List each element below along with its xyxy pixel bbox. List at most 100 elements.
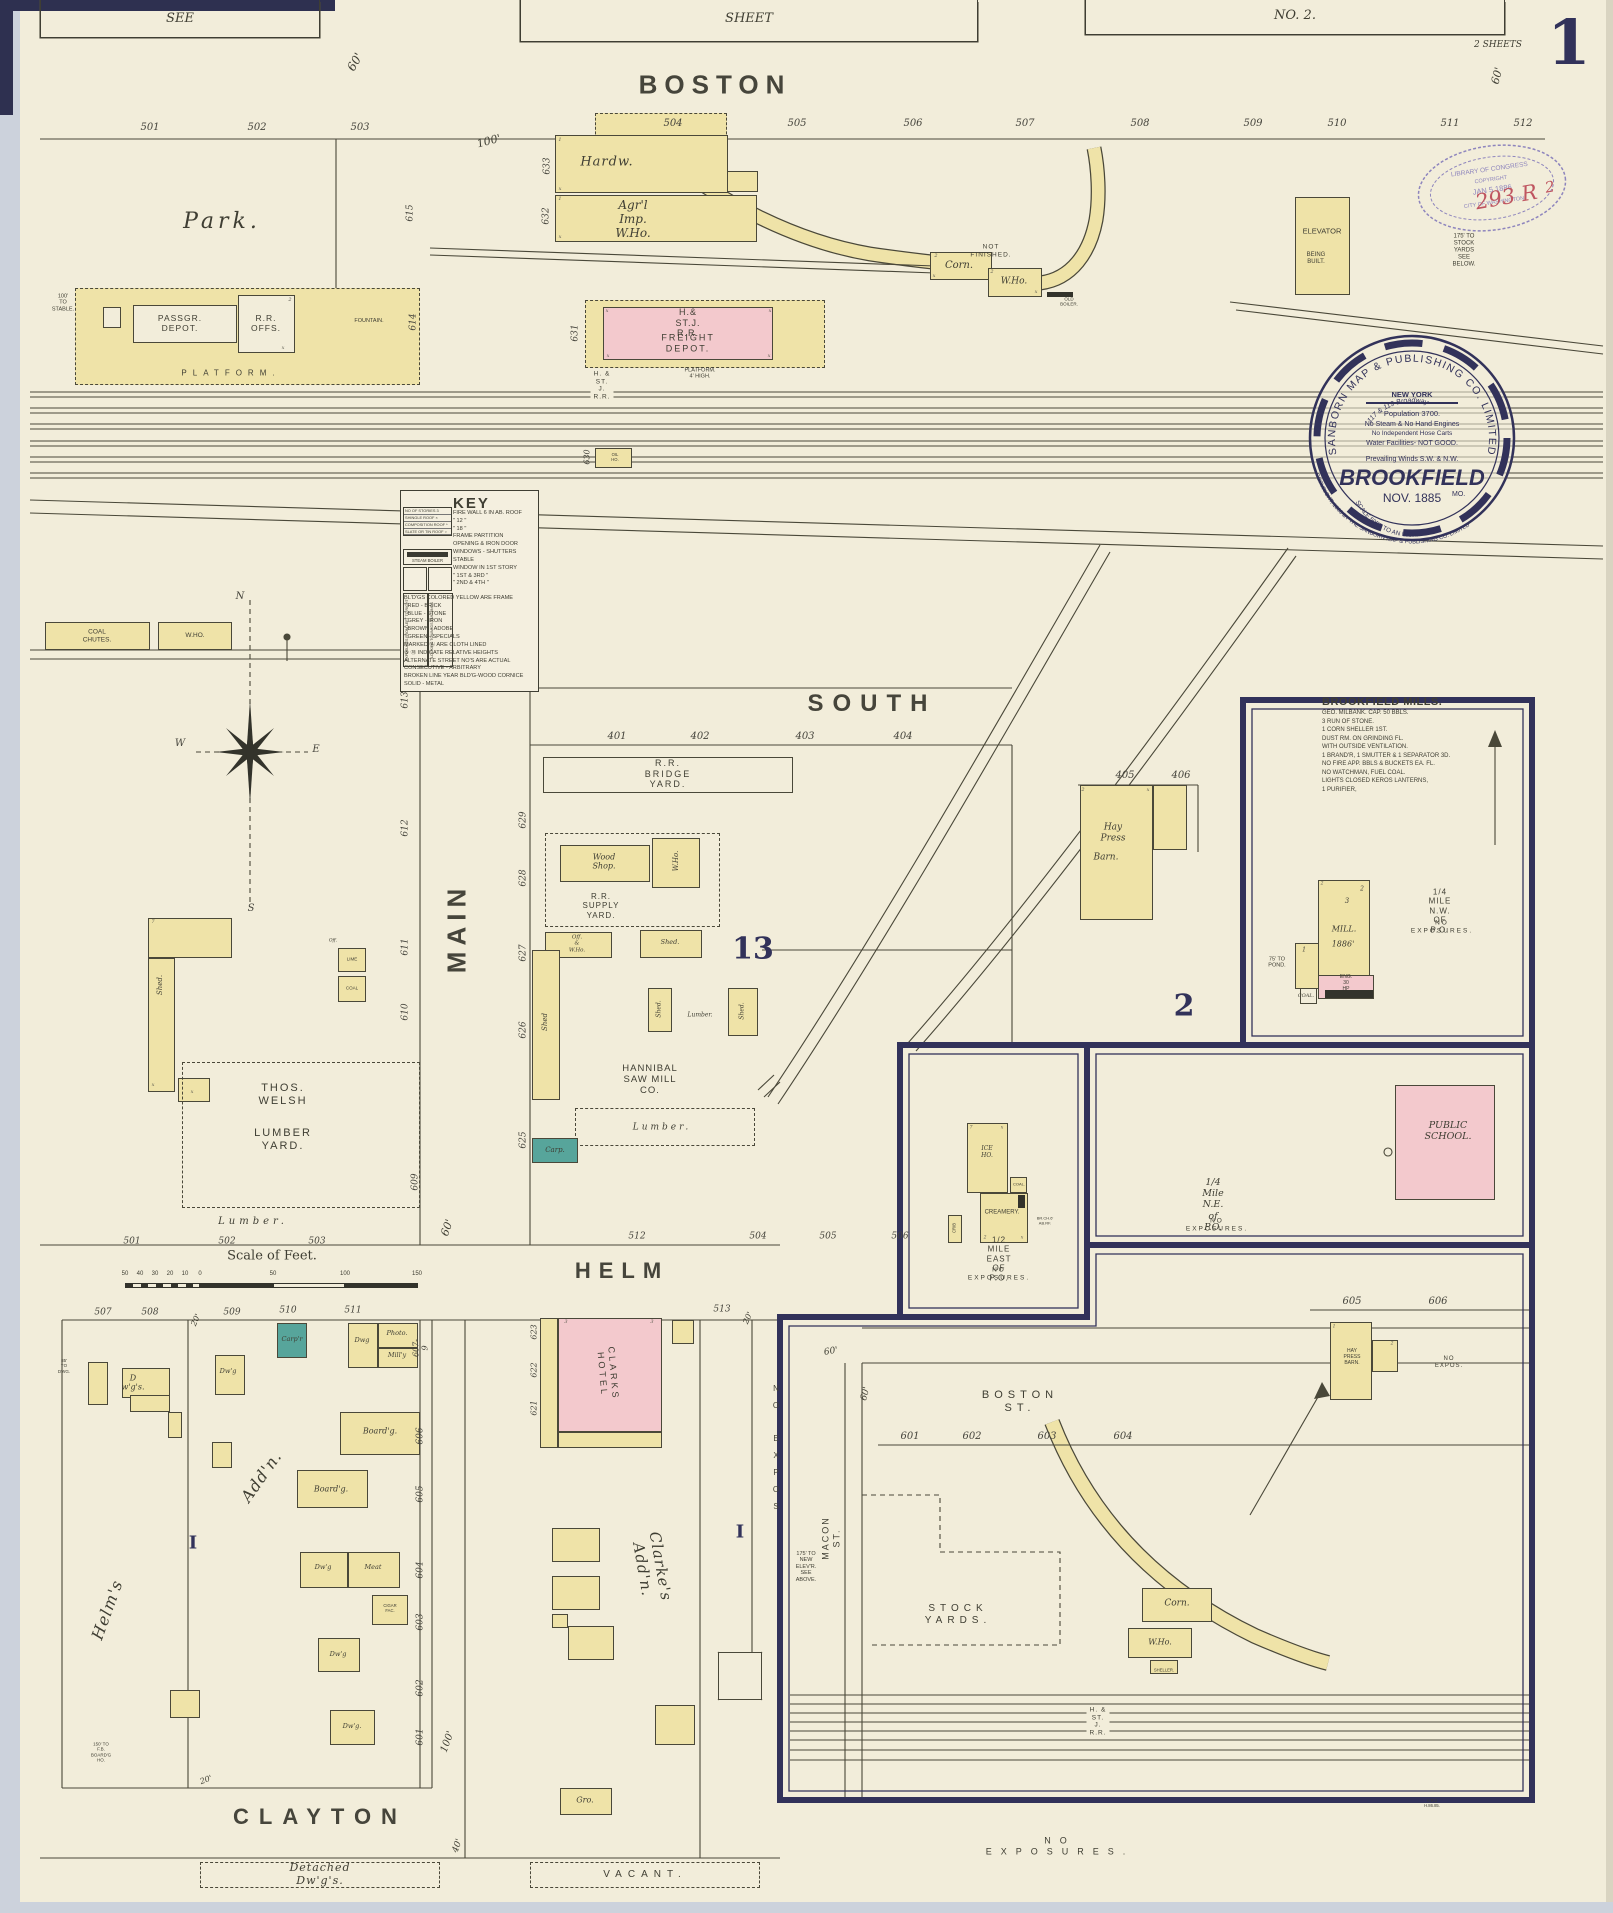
mills-line: NO WATCHMAN, FUEL COAL. [1322, 769, 1406, 776]
stamp-city: NEW YORK [1391, 390, 1433, 399]
building [1372, 1340, 1398, 1372]
detached-dwellings-area [200, 1862, 440, 1888]
rr-bridge-yard-label: R.R. BRIDGE YARD. [644, 758, 692, 790]
map-label: 628 [518, 869, 529, 887]
street-label-boston: BOSTON [638, 69, 792, 100]
scale-tick: 40 [136, 1271, 144, 1277]
key-line: CONSECUTIVE - ARBITRARY [404, 665, 481, 672]
creamery-label: CREAMERY. [984, 1209, 1020, 1216]
key-line: " 18 " [453, 525, 467, 532]
map-label: Off. & W.Ho. [568, 934, 586, 954]
map-label: NO EXPOSURES. [1185, 1217, 1249, 1232]
street-label-clayton: CLAYTON [233, 1804, 407, 1830]
rr-bridge-yard-box [543, 757, 793, 793]
key-line: " BLUE - STONE [404, 610, 447, 617]
map-label: 604 [1113, 1431, 1133, 1443]
map-label: W.HO. [185, 632, 205, 640]
building [568, 1626, 614, 1660]
building [558, 1432, 662, 1448]
stamp-population: Population 3700. [1384, 409, 1440, 418]
map-label: 512 [628, 1231, 646, 1242]
thos-welsh-label: THOS. WELSH [258, 1082, 308, 1107]
map-label: NO EXPOSURES. [967, 1266, 1031, 1281]
vacant-label: VACANT. [603, 1869, 687, 1881]
map-label: Lumber. [218, 1216, 288, 1228]
loc-line1: LIBRARY OF CONGRESS [1451, 161, 1529, 179]
passenger-depot-label: PASSGR. DEPOT. [157, 312, 203, 333]
scale-bar-segment [200, 1283, 273, 1288]
map-label: x [768, 308, 772, 315]
street-label-main: MAIN [441, 882, 472, 974]
map-label: 621 [529, 1400, 539, 1416]
map-label: 404 [893, 731, 913, 743]
key-line: BROKEN LINE YEAR BLD'G-WOOD CORNICE [404, 673, 524, 680]
elevator-label: ELEVATOR [1302, 226, 1342, 236]
building [318, 1638, 360, 1672]
map-label: 3 [1344, 896, 1350, 905]
lime-house [338, 948, 366, 972]
building [212, 1442, 232, 1468]
map-label: Meat [364, 1563, 382, 1572]
map-label: 505 [787, 118, 807, 130]
map-label: 633 [542, 157, 553, 175]
key-window-glyph [403, 567, 427, 591]
building [88, 1362, 108, 1405]
key-line: NO OF STORIES 3 [404, 508, 451, 515]
map-label: 632 [541, 207, 552, 225]
map-label: 501 [123, 1236, 141, 1247]
key-line: " 2ND & 4TH " [453, 580, 489, 587]
map-label: 512 [1513, 118, 1533, 130]
oil-house [595, 448, 632, 468]
map-label: 627 [518, 944, 529, 962]
boarding-house-2 [297, 1470, 368, 1508]
building [552, 1528, 600, 1562]
map-label: HAY PRESS BARN. [1343, 1348, 1361, 1366]
map-label: Dw'g [219, 1367, 237, 1376]
building [552, 1576, 600, 1610]
map-label: x [558, 186, 562, 193]
rr-supply-yard [545, 833, 720, 927]
compass-n: N [235, 591, 245, 603]
steam-boiler-icon [407, 552, 448, 557]
scale-tick: 50 [121, 1271, 129, 1277]
map-label: 3 [564, 1319, 568, 1326]
key-line: " RED - BRICK [404, 602, 442, 609]
ice-house-label: ICE HO. [981, 1144, 993, 1159]
coal-chutes-label: COAL CHUTES. [82, 628, 112, 643]
lumber-yard-area [182, 1062, 420, 1208]
park-label: Park. [183, 209, 261, 235]
map-label: 603 [415, 1613, 426, 1631]
map-label: 508 [1130, 118, 1150, 130]
map-label: 1 [558, 137, 562, 144]
scan-edge-right [1606, 0, 1613, 1913]
map-label: Carp. [545, 1145, 565, 1154]
scale-bar [125, 1283, 418, 1288]
crib [948, 1215, 962, 1243]
scale-tick: 30 [151, 1271, 159, 1277]
key-line: FRAME PARTITION [453, 533, 504, 540]
carpenter-shop-2 [277, 1323, 307, 1358]
building [148, 958, 175, 1092]
dwelling [300, 1552, 348, 1588]
key-line: STABLE [453, 556, 475, 563]
loc-line2: COPYRIGHT [1474, 175, 1508, 186]
map-label: 602 [415, 1679, 426, 1697]
ice-house [967, 1123, 1008, 1193]
scale-bar-segment [273, 1283, 345, 1288]
map-label: 402 [690, 731, 710, 743]
building [178, 1078, 210, 1102]
map-label: 509 [223, 1307, 241, 1318]
meat-market [348, 1552, 400, 1588]
map-label: 7 [969, 1125, 973, 1131]
map-label: PLATFORM. 4' HIGH. [684, 367, 716, 380]
building [148, 918, 232, 958]
map-label: x [605, 308, 609, 315]
map-label: x [606, 353, 610, 360]
map-label: 3 [650, 1319, 654, 1326]
building [728, 988, 758, 1036]
key-window-glyph-2 [428, 567, 452, 591]
key-line: " 12 " [453, 517, 467, 524]
cigar-factory [372, 1595, 408, 1625]
map-label: 2 [1320, 881, 1324, 887]
map-label: Lumber. [632, 1122, 692, 1133]
